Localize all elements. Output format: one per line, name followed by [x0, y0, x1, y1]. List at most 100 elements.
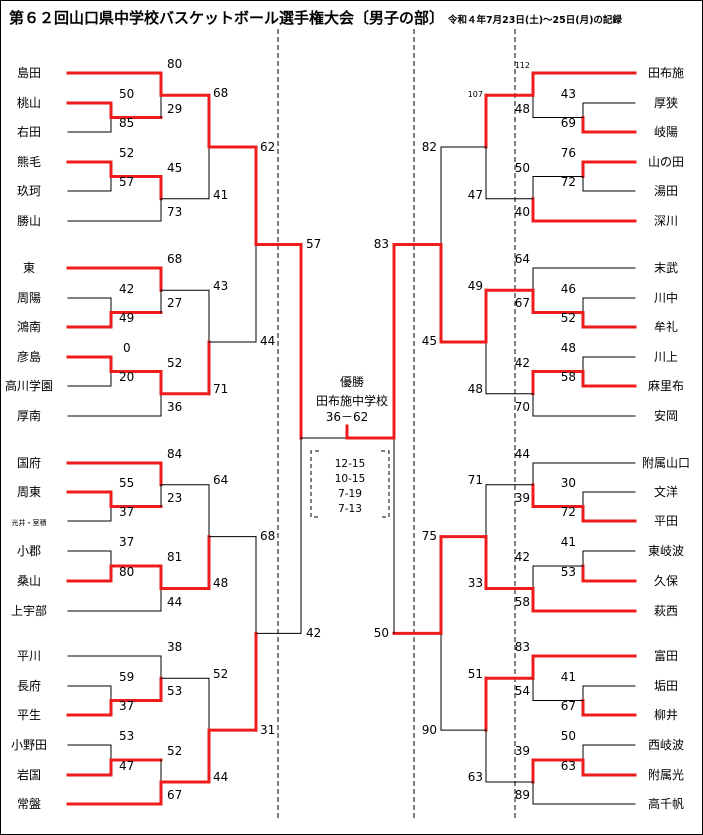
- team-name-left: 東: [23, 261, 35, 275]
- team-name-right: 柳井: [654, 708, 678, 722]
- team-name-left: 鴻南: [17, 319, 41, 334]
- right-score: 33: [468, 576, 483, 590]
- team-name-left: 常盤: [17, 797, 41, 811]
- team-name-right: 萩西: [654, 604, 678, 618]
- left-score: 84: [167, 447, 182, 461]
- left-score: 43: [213, 279, 228, 293]
- team-name-left: 桑山: [17, 574, 41, 588]
- left-score: 52: [167, 356, 182, 370]
- team-name-left: 高川学園: [5, 378, 53, 393]
- left-score: 53: [167, 684, 182, 698]
- team-name-right: 川中: [654, 290, 678, 305]
- right-score: 48: [468, 382, 483, 396]
- right-score: 47: [468, 188, 483, 202]
- team-name-left: 長府: [17, 678, 41, 693]
- champion-name: 田布施中学校: [316, 393, 388, 408]
- team-name-left: 岩国: [17, 767, 41, 782]
- right-score: 52: [561, 311, 576, 325]
- team-name-right: 岐陽: [654, 125, 678, 139]
- right-score: 72: [561, 505, 576, 519]
- team-name-left: 小野田: [11, 738, 47, 752]
- team-name-left: 右田: [17, 124, 41, 139]
- team-name-left: 島田: [17, 65, 41, 80]
- left-score: 42: [306, 626, 321, 640]
- right-score: 50: [515, 161, 530, 175]
- right-score: 71: [468, 473, 483, 487]
- left-score: 80: [167, 57, 182, 71]
- team-name-right: 山の田: [648, 155, 684, 169]
- page-title: 第６２回山口県中学校バスケットボール選手権大会〔男子の部〕: [9, 9, 445, 27]
- quarter-score-4: 7-13: [338, 503, 362, 515]
- right-score: 48: [515, 102, 530, 116]
- team-name-right: 麻里布: [648, 378, 684, 393]
- left-score: 29: [167, 102, 182, 116]
- left-score: 44: [260, 334, 275, 348]
- left-score: 73: [167, 205, 182, 219]
- left-score: 0: [123, 341, 131, 355]
- team-name-left: 上宇部: [11, 603, 47, 618]
- left-score: 52: [119, 146, 134, 160]
- champion-label: 優勝: [340, 374, 364, 389]
- right-score: 51: [468, 667, 483, 681]
- team-name-right: 厚狭: [654, 96, 678, 110]
- left-score: 53: [119, 729, 134, 743]
- left-score: 47: [119, 759, 134, 773]
- left-score: 38: [167, 640, 182, 654]
- right-score: 49: [468, 279, 483, 293]
- left-score: 81: [167, 550, 182, 564]
- team-name-left: 熊毛: [17, 154, 41, 169]
- left-score: 52: [213, 667, 228, 681]
- left-score: 20: [119, 370, 134, 384]
- page-subtitle: 令和４年7月23日(土)～25日(月)の記録: [448, 15, 622, 26]
- left-score: 59: [119, 670, 134, 684]
- right-score: 43: [561, 87, 576, 101]
- team-name-right: 川上: [654, 350, 678, 364]
- team-name-right: 田布施: [648, 66, 684, 80]
- right-score: 50: [561, 729, 576, 743]
- team-name-right: 富田: [654, 648, 678, 663]
- right-score: 42: [515, 356, 530, 370]
- team-name-right: 高千帆: [648, 796, 684, 811]
- right-score: 72: [561, 175, 576, 189]
- right-score: 45: [422, 334, 437, 348]
- right-score: 54: [515, 684, 530, 698]
- right-score: 67: [561, 699, 576, 713]
- right-score: 39: [515, 491, 530, 505]
- team-name-right: 西岐波: [648, 738, 684, 752]
- quarter-scores-box: [310, 450, 390, 518]
- left-score: 67: [167, 788, 182, 802]
- team-name-left: 周陽: [17, 291, 41, 305]
- right-score: 76: [561, 146, 576, 160]
- team-name-left: 玖珂: [17, 184, 41, 198]
- left-score: 45: [167, 161, 182, 175]
- right-score: 83: [374, 237, 389, 251]
- team-name-right: 末武: [654, 261, 678, 275]
- team-name-left: 桃山: [17, 95, 41, 110]
- left-score: 64: [213, 473, 228, 487]
- left-score: 57: [119, 175, 134, 189]
- left-score: 55: [119, 476, 134, 490]
- right-score: 82: [422, 140, 437, 154]
- right-score: 30: [561, 476, 576, 490]
- right-score: 67: [515, 296, 530, 310]
- left-score: 52: [167, 744, 182, 758]
- team-name-right: 垢田: [654, 679, 678, 693]
- team-name-right: 牟礼: [654, 319, 678, 334]
- right-score: 107: [468, 90, 483, 99]
- right-score: 64: [515, 252, 530, 266]
- bracket-lines: [66, 71, 637, 806]
- right-score: 70: [515, 400, 530, 414]
- left-score: 44: [213, 770, 228, 784]
- left-score: 49: [119, 311, 134, 325]
- quarter-score-1: 12-15: [335, 458, 366, 470]
- right-score: 40: [515, 205, 530, 219]
- left-score: 48: [213, 576, 228, 590]
- left-score: 71: [213, 382, 228, 396]
- team-name-right: 附属山口: [642, 456, 690, 470]
- team-name-right: 平田: [654, 514, 678, 528]
- right-score: 58: [515, 595, 530, 609]
- right-score: 112: [515, 61, 530, 70]
- left-score: 50: [119, 87, 134, 101]
- team-name-left: 国府: [17, 455, 41, 470]
